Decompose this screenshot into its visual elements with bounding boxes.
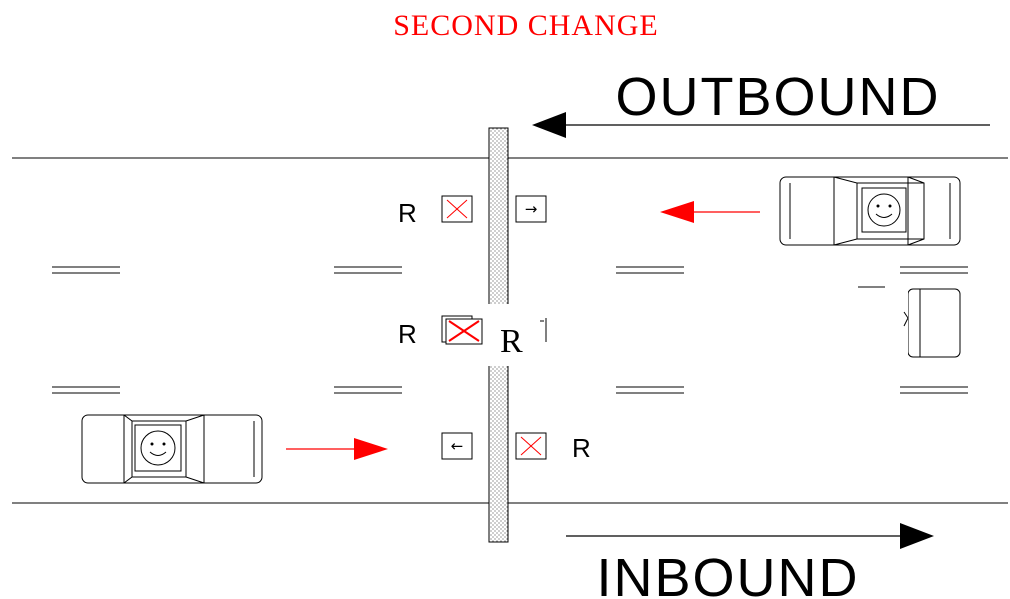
lane-label-bottom: R bbox=[572, 433, 591, 463]
red-x-signal-icon bbox=[441, 195, 473, 223]
smiley-driver-icon bbox=[861, 187, 907, 233]
truck-icon bbox=[854, 282, 961, 362]
red-x-signal-icon bbox=[515, 432, 547, 460]
inbound-car-motion-arrow bbox=[286, 438, 388, 460]
lane-markings-upper bbox=[52, 266, 968, 274]
overlay-r-label: R bbox=[500, 323, 523, 360]
right-arrow-signal-icon: → bbox=[515, 195, 547, 223]
red-x-signal-icon-stacked bbox=[441, 315, 483, 345]
smiley-driver-icon bbox=[134, 424, 182, 472]
diagram-title: SECOND CHANGE bbox=[393, 9, 659, 42]
inbound-direction-arrow bbox=[566, 523, 934, 549]
outbound-car-motion-arrow bbox=[660, 201, 760, 223]
outbound-label: OUTBOUND bbox=[616, 67, 941, 127]
lane-label-top: R bbox=[398, 198, 417, 228]
inbound-label: INBOUND bbox=[596, 548, 859, 599]
outbound-direction-arrow bbox=[532, 112, 990, 138]
left-arrow-signal-icon: ← bbox=[441, 432, 473, 460]
lane-markings-lower bbox=[52, 386, 968, 394]
lane-label-middle: R bbox=[398, 319, 417, 349]
signal-overlay-box bbox=[488, 304, 546, 366]
svg-text:←: ← bbox=[451, 437, 464, 455]
svg-text:→: → bbox=[525, 200, 538, 218]
